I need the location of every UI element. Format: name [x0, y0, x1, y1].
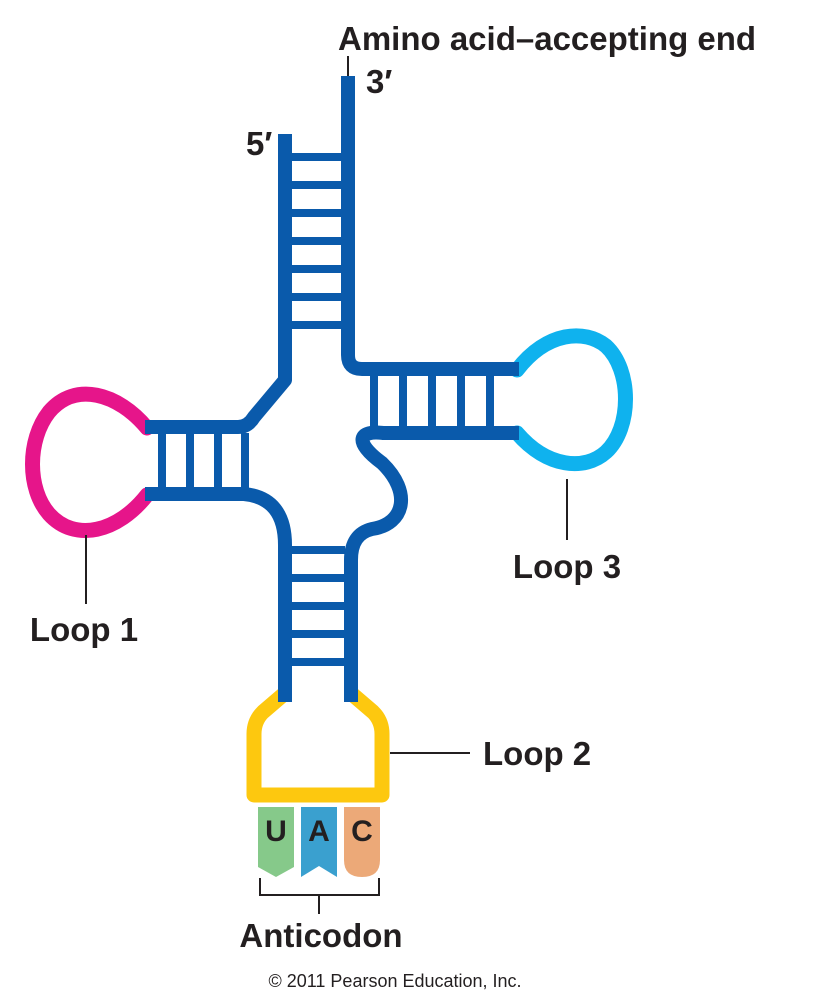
strand-5-prime	[145, 134, 292, 434]
base-c-letter: C	[351, 815, 373, 848]
base-pairs	[158, 153, 494, 666]
loop-3	[509, 328, 633, 472]
strand-center-right	[344, 425, 519, 702]
base-c-shape	[344, 807, 380, 877]
loop3-label: Loop 3	[513, 548, 621, 585]
loop1-label: Loop 1	[30, 611, 138, 648]
backbone	[145, 76, 519, 702]
loop-2	[246, 686, 390, 803]
anticodon-label: Anticodon	[239, 917, 402, 954]
anticodon-bracket	[259, 878, 380, 914]
base-u-letter: U	[265, 815, 287, 848]
base-a-letter: A	[308, 815, 330, 848]
three-prime-label: 3′	[366, 63, 392, 100]
loop2-label: Loop 2	[483, 735, 591, 772]
leader-lines	[85, 56, 568, 914]
anticodon-bases: U A C	[258, 807, 380, 877]
amino-end-label: Amino acid–accepting end	[338, 20, 756, 57]
five-prime-label: 5′	[246, 125, 272, 162]
base-a-shape	[301, 807, 337, 877]
strand-3-prime	[341, 76, 519, 376]
loop-1	[25, 386, 155, 538]
copyright-notice: © 2011 Pearson Education, Inc.	[268, 971, 521, 991]
strand-center-left	[145, 487, 292, 702]
base-u-shape	[258, 807, 294, 877]
